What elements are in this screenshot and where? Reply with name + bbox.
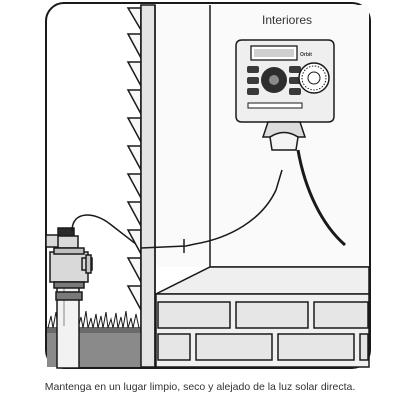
indoor-label: Interiores bbox=[262, 13, 312, 27]
wall-section bbox=[140, 4, 156, 368]
wall-wire bbox=[140, 169, 283, 249]
caption-text: Mantenga en un lugar limpio, seco y alej… bbox=[44, 381, 356, 393]
brick-foundation bbox=[155, 293, 370, 368]
controller-brand-label: Orbit bbox=[300, 52, 312, 58]
power-cord bbox=[296, 149, 346, 247]
valve-wire bbox=[71, 214, 142, 249]
sprinkler-valve-icon bbox=[45, 227, 93, 301]
floor-slab bbox=[155, 266, 370, 295]
irrigation-timer-icon bbox=[235, 39, 335, 151]
frame-border bbox=[45, 2, 371, 369]
water-pipe bbox=[56, 279, 80, 369]
wall-siding bbox=[126, 5, 142, 332]
